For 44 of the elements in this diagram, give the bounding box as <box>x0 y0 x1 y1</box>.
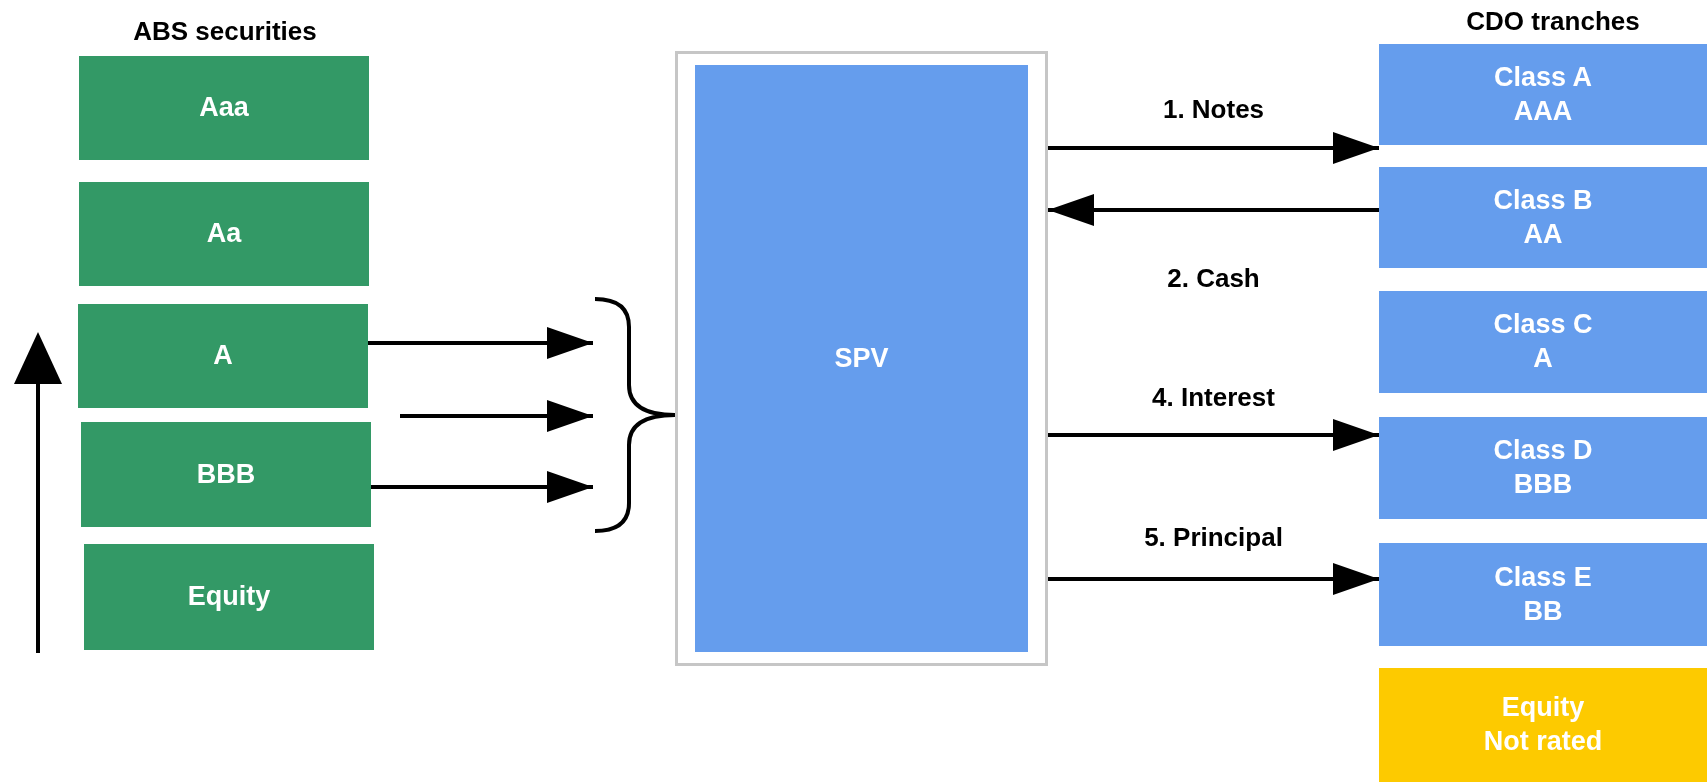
edge-label: 1. Notes <box>1162 94 1265 125</box>
node-label: BBB <box>196 457 256 491</box>
edge-label: 5. Principal <box>1144 522 1283 553</box>
column-heading: ABS securities <box>133 16 317 47</box>
column-heading: CDO tranches <box>1466 6 1640 37</box>
node-label: Aaa <box>199 91 249 125</box>
arrow <box>371 471 593 503</box>
node-label: A <box>213 339 233 373</box>
arrow <box>1048 563 1379 595</box>
node-label: Equity <box>1501 691 1585 725</box>
edge-label: 2. Cash <box>1167 263 1260 294</box>
node-label: Class A <box>1493 60 1592 94</box>
tranche-box <box>1379 167 1707 268</box>
node-label: Not rated <box>1483 725 1603 758</box>
node-label: Class D <box>1493 434 1593 468</box>
node-label: Aa <box>206 217 242 251</box>
arrow <box>1048 194 1379 226</box>
arrow <box>400 400 593 432</box>
node-label: BBB <box>1513 468 1573 501</box>
tranche-box <box>1379 417 1707 519</box>
edge-label: 4. Interest <box>1152 382 1275 413</box>
node-label: Class E <box>1494 560 1592 594</box>
security-box <box>81 422 371 527</box>
security-box <box>79 182 369 286</box>
tranche-box <box>1379 543 1707 646</box>
node-label: Equity <box>187 580 271 614</box>
arrow <box>368 327 593 359</box>
tranche-box <box>1379 291 1707 393</box>
security-box <box>84 544 374 650</box>
spv-box <box>675 51 1048 666</box>
tranche-box <box>1379 44 1707 145</box>
node-label: BB <box>1523 594 1563 628</box>
node-label: Class C <box>1493 308 1593 342</box>
arrow <box>1048 132 1379 164</box>
node-label: SPV <box>834 341 889 375</box>
node-label: AAA <box>1513 94 1573 128</box>
curly-brace <box>593 297 675 533</box>
node-label: A <box>1533 342 1553 375</box>
security-box <box>79 56 369 160</box>
node-label: AA <box>1523 217 1563 251</box>
node-label: Class B <box>1493 183 1593 217</box>
arrow <box>1048 419 1379 451</box>
tranche-box <box>1379 668 1707 782</box>
security-box <box>78 304 368 408</box>
